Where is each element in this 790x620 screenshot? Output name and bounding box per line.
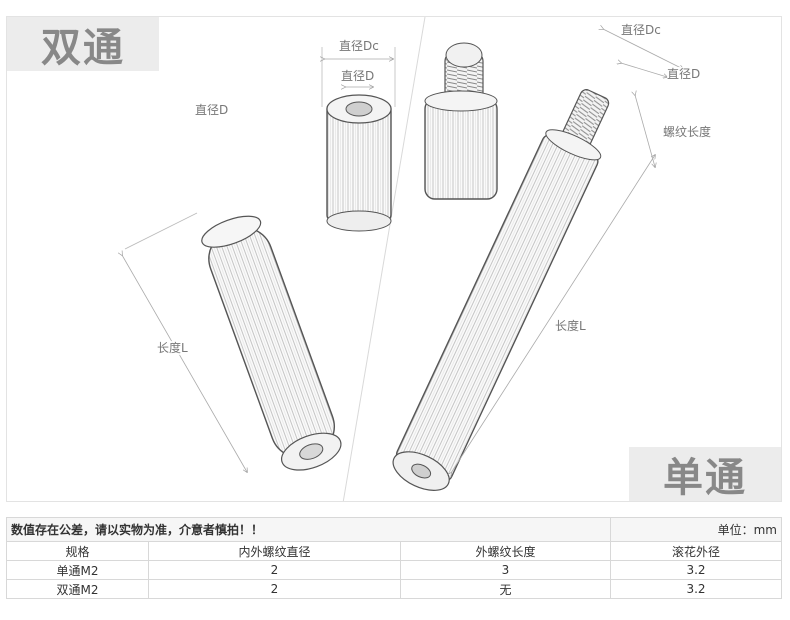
dim-mid-dc: 直径Dc — [339, 39, 379, 53]
tolerance-note: 数值存在公差，请以实物为准，介意者慎拍！！ — [6, 517, 611, 542]
dim-left-length: 长度L — [157, 341, 188, 355]
spec-table: 数值存在公差，请以实物为准，介意者慎拍！！ 单位：mm 规格 内外螺纹直径 外螺… — [6, 517, 782, 599]
cell-knurl-diameter: 3.2 — [610, 560, 782, 580]
cell-external-thread-length: 3 — [400, 560, 611, 580]
dim-right-d: 直径D — [667, 67, 701, 81]
cell-external-thread-length: 无 — [400, 579, 611, 599]
table-row: 单通M2 2 3 3.2 — [6, 560, 782, 580]
cell-spec: 双通M2 — [6, 579, 149, 599]
header-spec: 规格 — [6, 541, 149, 561]
header-external-thread-length: 外螺纹长度 — [400, 541, 611, 561]
unit-label: 单位：mm — [610, 517, 782, 542]
single-standoff-short — [424, 42, 498, 200]
table-row: 双通M2 2 无 3.2 — [6, 579, 782, 599]
label-single-through: 单通 — [629, 447, 781, 501]
double-standoff-long — [201, 215, 342, 471]
dim-right-thread-length: 螺纹长度 — [663, 125, 712, 139]
table-header-row: 规格 内外螺纹直径 外螺纹长度 滚花外径 — [6, 541, 782, 561]
dim-right-dc: 直径Dc — [621, 23, 661, 37]
header-thread-diameter: 内外螺纹直径 — [148, 541, 401, 561]
dim-mid-d: 直径D — [341, 69, 375, 83]
single-standoff-long — [392, 89, 610, 491]
dim-left-diameter: 直径D — [195, 103, 229, 117]
cell-knurl-diameter: 3.2 — [610, 579, 782, 599]
label-double-through: 双通 — [7, 17, 159, 71]
cell-spec: 单通M2 — [6, 560, 149, 580]
standoff-sketch — [7, 17, 782, 501]
cell-thread-diameter: 2 — [148, 579, 401, 599]
cell-thread-diameter: 2 — [148, 560, 401, 580]
header-knurl-diameter: 滚花外径 — [610, 541, 782, 561]
table-title-row: 数值存在公差，请以实物为准，介意者慎拍！！ 单位：mm — [6, 517, 782, 542]
product-diagram: 双通 单通 直径D 长度L 直径Dc 直径D 直径Dc 直径D 螺纹长度 长度L — [6, 16, 782, 502]
double-standoff-short — [326, 94, 392, 232]
dim-right-length: 长度L — [555, 319, 586, 333]
